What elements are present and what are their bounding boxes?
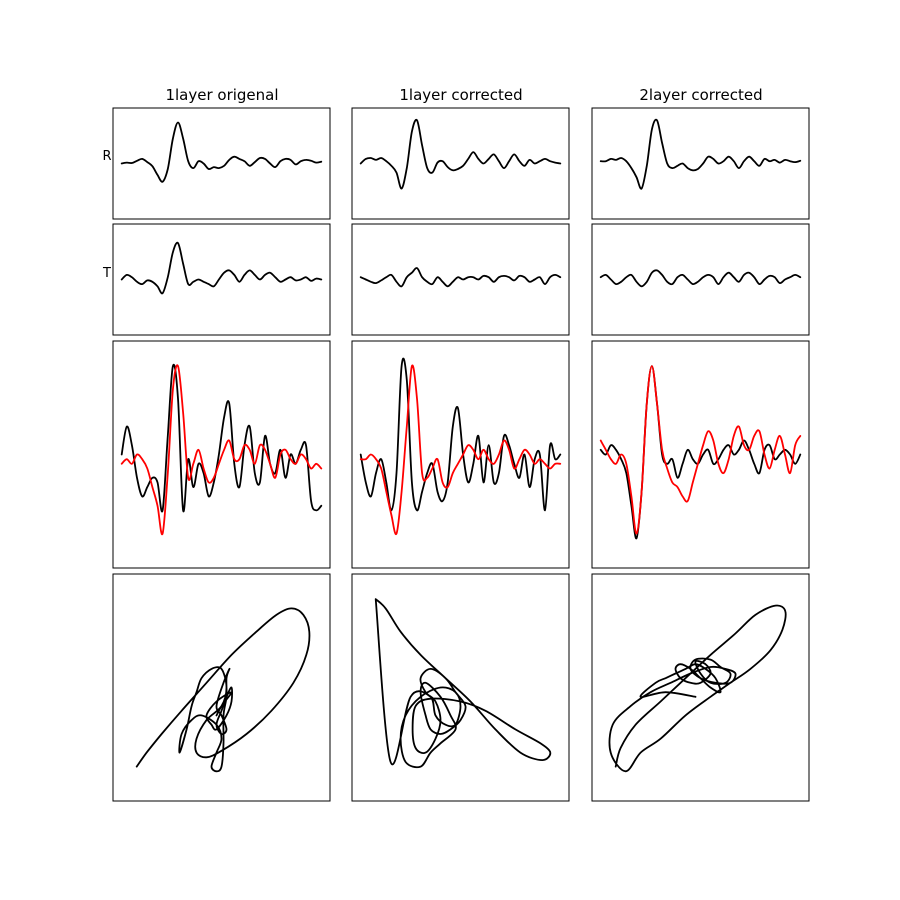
series-line (359, 357, 562, 512)
series-line (599, 269, 802, 288)
series-line-red (120, 364, 323, 536)
subplot-frame (591, 107, 810, 220)
subplot-frame (351, 107, 570, 220)
column-title: 2layer corrected (639, 86, 762, 104)
row-label: R (102, 149, 111, 164)
series-line (120, 363, 323, 513)
series-line-red (599, 365, 802, 535)
subplot-frame (112, 223, 331, 336)
panel-grid (112, 107, 810, 802)
subplot-frame (351, 573, 570, 802)
subplot-frame (351, 340, 570, 569)
series-line (359, 118, 562, 190)
subplot-frame (112, 573, 331, 802)
series-line (599, 118, 802, 190)
series-line (359, 267, 562, 288)
series-line-red (359, 364, 562, 536)
subplot-frame (112, 107, 331, 220)
series-line (135, 607, 311, 773)
series-line (374, 598, 552, 769)
subplot-frame (351, 223, 570, 336)
subplot-frame (591, 573, 810, 802)
series-line (120, 241, 323, 295)
subplot-frame (591, 223, 810, 336)
series-line (608, 604, 787, 773)
column-title: 1layer origenal (165, 86, 278, 104)
subplot-frame (591, 340, 810, 569)
subplot-frame (112, 340, 331, 569)
series-line (120, 121, 323, 183)
column-title: 1layer corrected (399, 86, 522, 104)
row-label: T (102, 266, 111, 281)
